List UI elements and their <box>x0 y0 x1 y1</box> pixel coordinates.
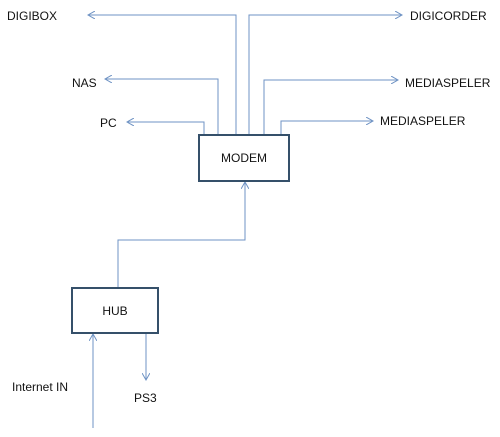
mediaspeler-label-bottom: MEDIASPELER <box>380 114 466 128</box>
ps3-label: PS3 <box>134 391 157 405</box>
mediaspeler-label-top: MEDIASPELER <box>405 76 491 90</box>
pc-label: PC <box>100 116 117 130</box>
connector-modem-pc <box>127 122 205 134</box>
hub-node: HUB <box>71 287 159 334</box>
connector-modem-mediaspeler-bottom <box>280 121 373 134</box>
nas-label: NAS <box>72 76 97 90</box>
internet-in-label: Internet IN <box>12 380 69 394</box>
digicorder-label: DIGICORDER <box>410 9 487 23</box>
connector-hub-modem <box>117 182 245 287</box>
connector-modem-mediaspeler-top <box>263 80 398 134</box>
connector-modem-nas <box>105 79 219 134</box>
modem-label: MODEM <box>221 151 267 165</box>
connector-modem-digicorder <box>248 15 402 134</box>
digibox-label: DIGIBOX <box>7 9 58 23</box>
hub-label: HUB <box>102 303 128 318</box>
modem-node: MODEM <box>198 134 290 182</box>
connector-modem-digibox <box>88 15 237 134</box>
